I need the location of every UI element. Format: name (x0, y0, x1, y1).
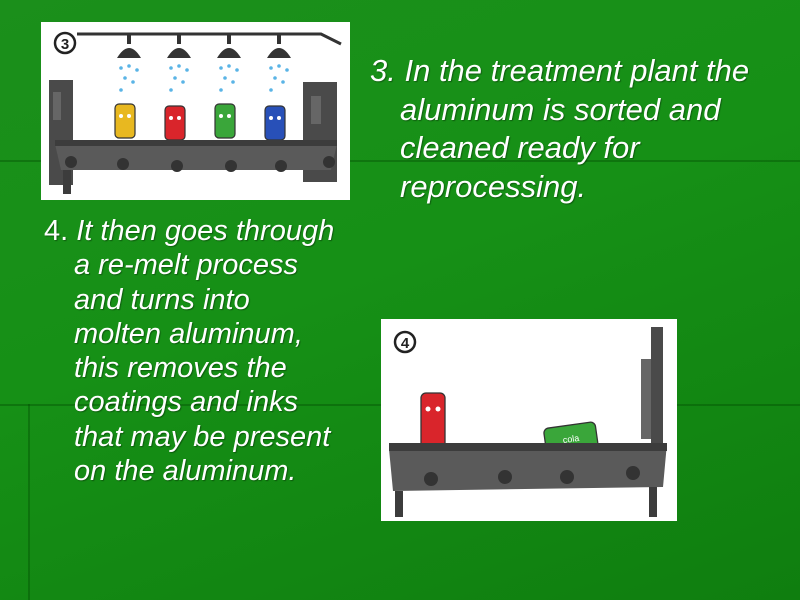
step-3-number: 3. (370, 53, 396, 88)
step-3-description: 3. In the treatment plant the aluminum i… (370, 52, 750, 206)
background-vertical-line (28, 404, 30, 600)
step-badge: 3 (61, 36, 69, 53)
step-4-text: It then goes through a re-melt process a… (68, 215, 335, 488)
step-3-text: In the treatment plant the aluminum is s… (395, 53, 750, 204)
can-label: cola (562, 433, 580, 445)
illustration-sorting-cleaning: 3 (41, 22, 350, 200)
illustration-remelt: cola 4 (381, 319, 677, 521)
step-4-number: 4. (44, 215, 69, 247)
step-badge: 4 (401, 335, 410, 352)
step-4-description: 4. It then goes through a re-melt proces… (44, 214, 344, 488)
background-stripe (0, 160, 800, 162)
